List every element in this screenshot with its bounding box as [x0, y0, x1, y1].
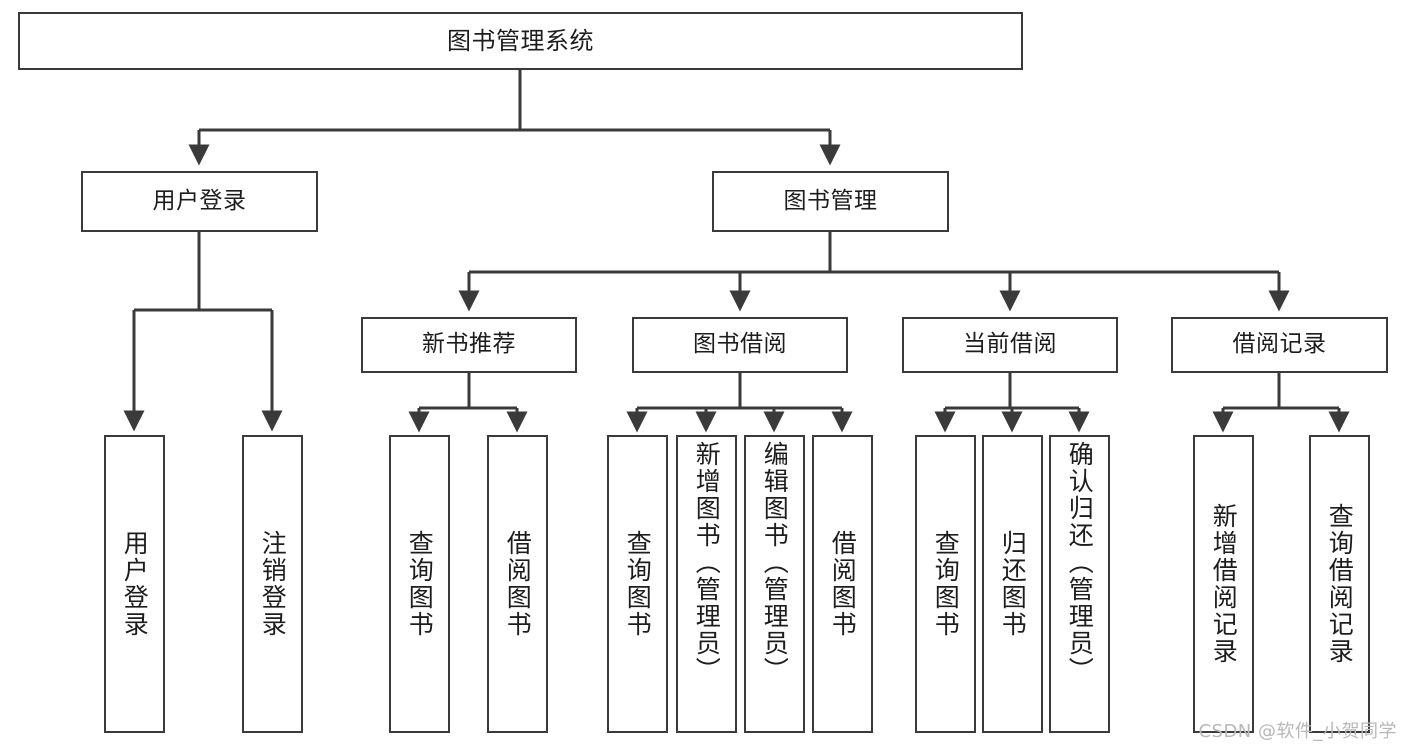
node-leaf-add-book[interactable]: 新增图书（管理员）: [676, 435, 737, 733]
node-leaf-edit-book[interactable]: 编辑图书（管理员）: [744, 435, 805, 733]
node-leaf-query-book-borrow-label: 查询图书: [623, 530, 653, 638]
node-leaf-query-book-recommend[interactable]: 查询图书: [389, 435, 450, 733]
csdn-watermark: CSDN @软件_小贺同学: [1198, 721, 1397, 742]
node-book-borrow-label: 图书借阅: [693, 331, 787, 358]
node-new-book-recommend[interactable]: 新书推荐: [361, 317, 577, 373]
node-leaf-query-book-current-label: 查询图书: [931, 530, 961, 638]
node-book-borrow[interactable]: 图书借阅: [632, 317, 848, 373]
node-borrow-record[interactable]: 借阅记录: [1171, 317, 1388, 373]
node-leaf-borrow-book-borrow[interactable]: 借阅图书: [812, 435, 873, 733]
node-leaf-query-book-borrow[interactable]: 查询图书: [607, 435, 668, 733]
node-leaf-add-book-label: 新增图书（管理员）: [692, 441, 722, 684]
node-leaf-query-book-current[interactable]: 查询图书: [915, 435, 976, 733]
node-leaf-return-book-label: 归还图书: [998, 530, 1028, 638]
node-leaf-query-borrow-record[interactable]: 查询借阅记录: [1309, 435, 1370, 733]
node-leaf-query-book-recommend-label: 查询图书: [405, 530, 435, 638]
node-leaf-return-book[interactable]: 归还图书: [982, 435, 1043, 733]
node-current-borrow[interactable]: 当前借阅: [902, 317, 1118, 373]
node-book-management-label: 图书管理: [783, 187, 878, 214]
node-leaf-user-login[interactable]: 用户登录: [104, 435, 165, 733]
node-leaf-user-logout-label: 注销登录: [258, 530, 288, 638]
node-leaf-borrow-book-recommend[interactable]: 借阅图书: [487, 435, 548, 733]
node-leaf-add-borrow-record-label: 新增借阅记录: [1209, 503, 1239, 665]
node-leaf-query-borrow-record-label: 查询借阅记录: [1325, 503, 1355, 665]
node-current-borrow-label: 当前借阅: [963, 331, 1057, 358]
node-root-system[interactable]: 图书管理系统: [18, 12, 1023, 70]
node-leaf-borrow-book-borrow-label: 借阅图书: [828, 530, 858, 638]
node-leaf-add-borrow-record[interactable]: 新增借阅记录: [1193, 435, 1254, 733]
node-root-system-label: 图书管理系统: [447, 26, 594, 55]
node-leaf-user-login-label: 用户登录: [120, 530, 150, 638]
node-new-book-recommend-label: 新书推荐: [422, 331, 516, 358]
node-leaf-borrow-book-recommend-label: 借阅图书: [503, 530, 533, 638]
node-leaf-edit-book-label: 编辑图书（管理员）: [760, 441, 790, 684]
node-user-login[interactable]: 用户登录: [81, 171, 318, 232]
node-leaf-confirm-return-label: 确认归还（管理员）: [1065, 441, 1095, 684]
node-leaf-confirm-return[interactable]: 确认归还（管理员）: [1049, 435, 1110, 733]
node-book-management[interactable]: 图书管理: [712, 171, 949, 232]
node-borrow-record-label: 借阅记录: [1232, 331, 1327, 358]
node-user-login-label: 用户登录: [152, 187, 247, 214]
node-leaf-user-logout[interactable]: 注销登录: [242, 435, 303, 733]
